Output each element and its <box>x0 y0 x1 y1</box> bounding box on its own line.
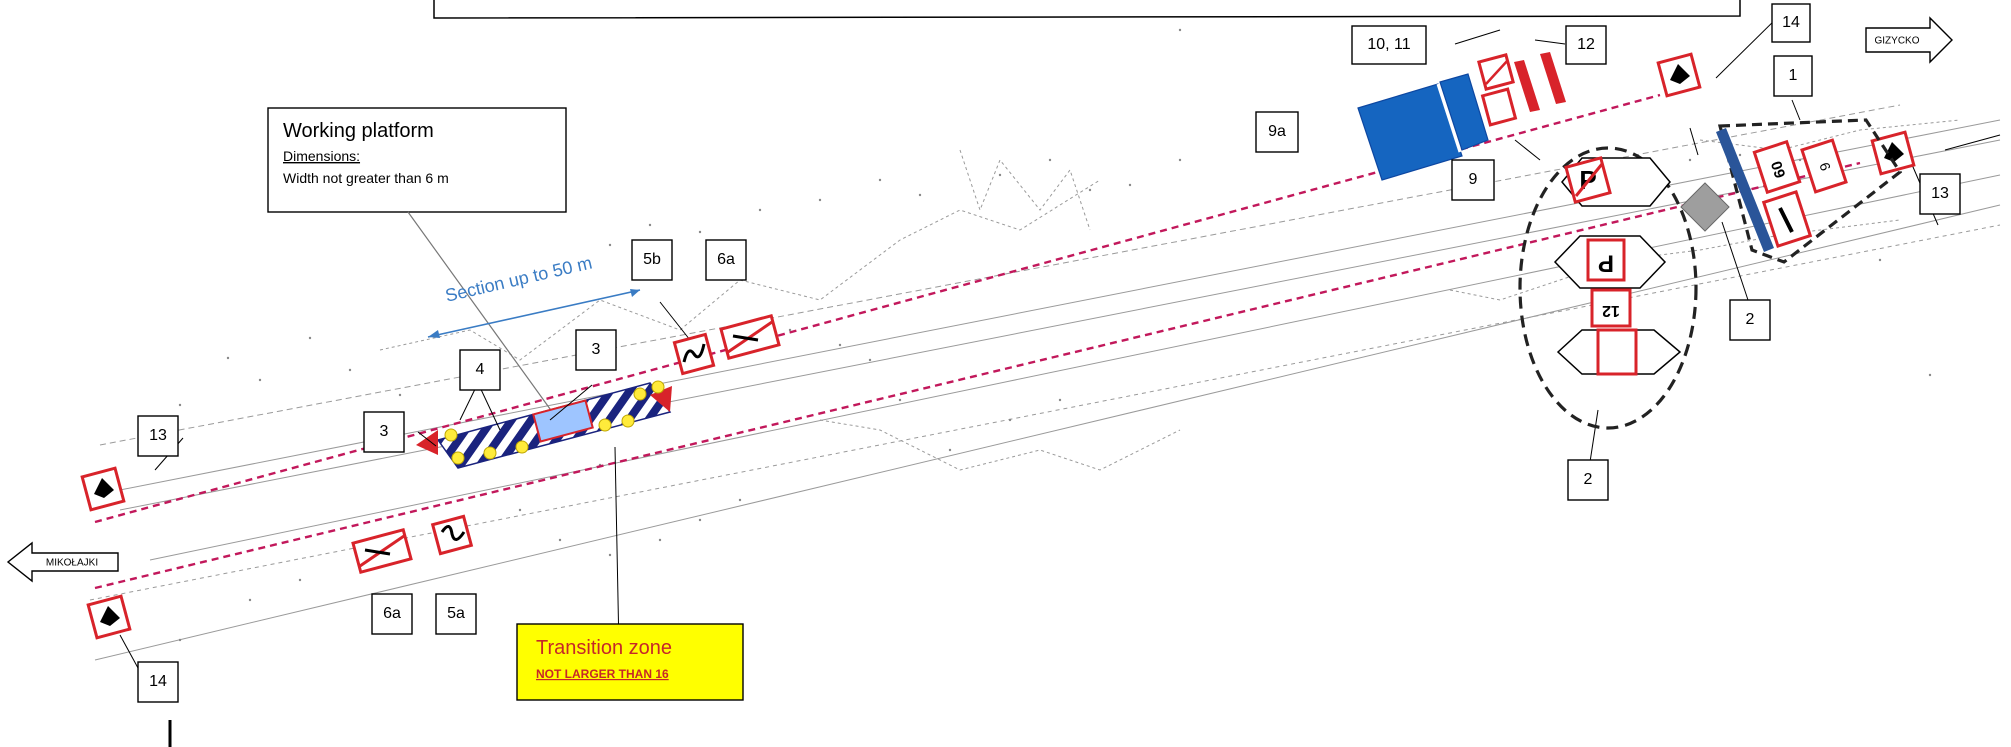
callout-3-left: 3 <box>363 411 405 453</box>
transition-zone-note: Transition zone NOT LARGER THAN 16 <box>516 623 744 701</box>
callout-5b: 5b <box>631 239 673 281</box>
svg-text:6a: 6a <box>717 251 735 268</box>
sign-5a <box>430 514 474 556</box>
speed-limit-text: 09 <box>1767 159 1788 180</box>
parking-letter-2: P <box>1598 250 1614 277</box>
cone-left <box>416 430 438 455</box>
top-frame-edge <box>433 0 1741 19</box>
svg-text:4: 4 <box>476 361 485 378</box>
sign-12-barrier <box>1514 52 1566 112</box>
arrow-gizycko: GIZYCKO <box>1865 16 1953 64</box>
survey-points <box>178 28 1932 642</box>
arrow-gizycko-label: GIZYCKO <box>1874 36 1919 47</box>
sign-6a-bottom <box>351 527 413 575</box>
callout-10-11: 10, 11 <box>1351 25 1427 65</box>
diamond-marker <box>1680 182 1730 232</box>
sign-14-top <box>1656 52 1702 98</box>
svg-text:2: 2 <box>1746 311 1755 328</box>
sign-14-bottom <box>86 594 132 640</box>
transition-zone-title: Transition zone <box>536 637 672 659</box>
sign-13-right <box>1870 130 1916 176</box>
speed-limit-sign <box>1752 139 1802 195</box>
svg-text:6a: 6a <box>383 605 401 622</box>
sign-12-oval-text: 12 <box>1602 302 1620 319</box>
sign-10-11 <box>1477 53 1518 127</box>
callout-6a-bottom: 6a <box>371 593 413 635</box>
section-label: Section up to 50 m <box>443 253 594 306</box>
svg-text:9a: 9a <box>1268 123 1286 140</box>
svg-text:9: 9 <box>1469 171 1478 188</box>
equipment-9a-9 <box>1357 73 1489 181</box>
svg-text:12: 12 <box>1577 36 1595 53</box>
arrow-mikolajki-label: MIKOŁAJKI <box>46 558 98 569</box>
working-platform-note: Working platform Dimensions: Width not g… <box>267 107 567 421</box>
working-platform-title: Working platform <box>283 120 434 142</box>
callout-9a: 9a <box>1255 111 1299 153</box>
svg-text:5a: 5a <box>447 605 465 622</box>
sign-12-oval <box>1590 288 1632 328</box>
warning-lamps <box>444 380 665 465</box>
working-platform-dimensions: Dimensions: <box>283 148 360 164</box>
road-edge-lines <box>94 93 1861 590</box>
callout-1: 1 <box>1773 55 1813 97</box>
svg-text:3: 3 <box>592 341 601 358</box>
work-zone <box>416 380 672 469</box>
callout-13-left: 13 <box>137 415 179 457</box>
callout-12: 12 <box>1565 25 1607 65</box>
section-dimension: Section up to 50 m <box>427 253 641 338</box>
working-platform-area <box>532 399 594 443</box>
svg-text:14: 14 <box>149 673 167 690</box>
svg-text:5b: 5b <box>643 251 661 268</box>
callout-6a-top: 6a <box>705 239 747 281</box>
callout-13-right: 13 <box>1919 173 1961 215</box>
sign-5b <box>672 332 716 376</box>
callout-14-top: 14 <box>1771 3 1811 43</box>
callout-4: 4 <box>459 349 501 391</box>
sign-6 <box>1800 138 1848 194</box>
svg-text:13: 13 <box>149 427 167 444</box>
svg-text:1: 1 <box>1789 67 1798 84</box>
callout-2-bottom: 2 <box>1567 459 1609 501</box>
sign-13-left <box>80 466 126 512</box>
svg-text:10, 11: 10, 11 <box>1367 36 1410 53</box>
arrow-mikolajki: MIKOŁAJKI <box>6 541 119 583</box>
callout-2-right: 2 <box>1729 299 1771 341</box>
sign-group-1: 09 6 <box>1716 118 1903 264</box>
transition-zone-subtitle: NOT LARGER THAN 16 <box>536 667 669 681</box>
callout-9: 9 <box>1451 159 1495 201</box>
callout-5a: 5a <box>435 593 477 635</box>
callout-14-bottom: 14 <box>137 661 179 703</box>
working-platform-width: Width not greater than 6 m <box>283 170 449 186</box>
svg-text:2: 2 <box>1584 471 1593 488</box>
svg-text:3: 3 <box>380 423 389 440</box>
svg-text:14: 14 <box>1782 14 1800 31</box>
sign-6a-top <box>719 313 781 361</box>
svg-text:13: 13 <box>1931 185 1949 202</box>
callout-3-mid: 3 <box>575 329 617 371</box>
cone-right <box>650 386 672 412</box>
sign-group-2: P P 12 <box>1518 146 1698 430</box>
